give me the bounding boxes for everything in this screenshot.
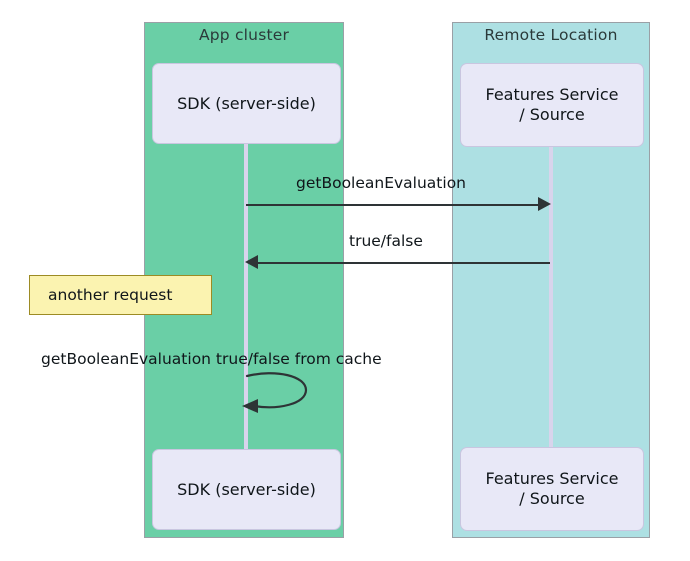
group-title-app-cluster: App cluster xyxy=(198,26,290,44)
message-label-get-boolean-evaluation-from-cache: getBooleanEvaluation true/false from cac… xyxy=(41,350,382,368)
arrowhead-left-icon xyxy=(245,255,258,269)
arrowhead-right-icon xyxy=(538,197,551,211)
participant-sdk-bottom: SDK (server-side) xyxy=(152,449,341,530)
group-title-remote-location: Remote Location xyxy=(484,26,618,44)
lifeline-features-service xyxy=(549,144,553,449)
message-arrow-get-boolean-evaluation xyxy=(246,204,542,206)
note-another-request: another request xyxy=(29,275,212,315)
message-label-true-false: true/false xyxy=(349,232,423,250)
participant-features-service-bottom: Features Service / Source xyxy=(460,447,644,531)
self-message-loop-arrow xyxy=(242,372,308,413)
lifeline-sdk xyxy=(244,144,248,449)
participant-features-service-top: Features Service / Source xyxy=(460,63,644,147)
participant-sdk-top: SDK (server-side) xyxy=(152,63,341,144)
message-label-get-boolean-evaluation: getBooleanEvaluation xyxy=(296,174,467,192)
message-arrow-true-false xyxy=(254,262,550,264)
